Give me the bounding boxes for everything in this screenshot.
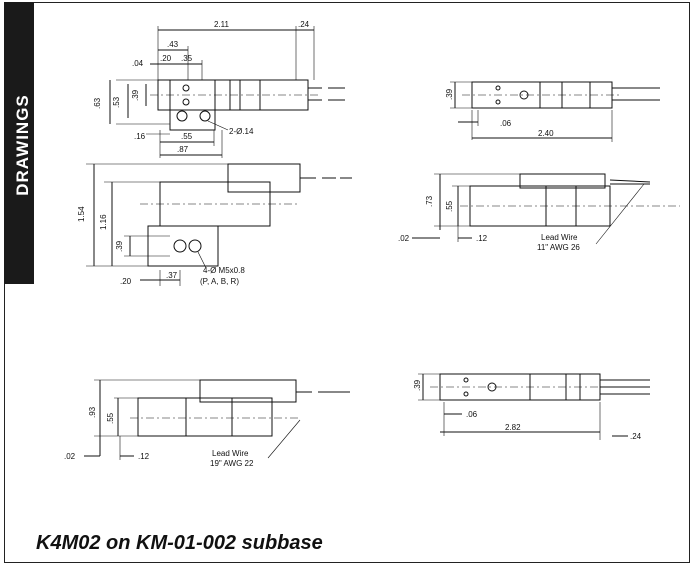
dim-2-11: 2.11	[214, 20, 230, 29]
dim-39: .39	[445, 88, 454, 100]
lead-wire-spec: 11" AWG 26	[537, 243, 580, 252]
valve-body	[137, 397, 273, 437]
section-sidebar-tab: DRAWINGS	[4, 2, 34, 284]
connector-housing	[227, 163, 301, 193]
dim-53: .53	[112, 96, 121, 108]
hole-callout: 2-Ø.14	[229, 127, 254, 136]
dim-93: .93	[88, 406, 97, 418]
dim-43: .43	[167, 40, 179, 49]
dim-24: .24	[630, 432, 642, 441]
dim-39: .39	[115, 240, 124, 252]
dim-2-40: 2.40	[538, 129, 554, 138]
dim-24: .24	[298, 20, 310, 29]
dim-1-54: 1.54	[77, 206, 86, 222]
ports-list: (P, A, B, R)	[200, 277, 239, 286]
port	[182, 98, 190, 106]
dim-12: .12	[138, 452, 150, 461]
dim-06: .06	[466, 410, 478, 419]
dim-55: .55	[445, 200, 454, 212]
lead-wire-label: Lead Wire	[541, 233, 578, 242]
dim-16: .16	[134, 132, 146, 141]
dim-1-16: 1.16	[99, 214, 108, 230]
dim-63: .63	[93, 97, 102, 109]
dim-20: .20	[120, 277, 132, 286]
mount-hole	[176, 110, 188, 122]
ports-callout: 4-Ø M5x0.8	[203, 266, 245, 275]
mount-hole	[199, 110, 211, 122]
view-mid-left: 1.54 1.16 .39 .20 .37 4-Ø M5x0.8 (P, A, …	[77, 163, 352, 286]
view-bot-right: .39 .06 2.82 .24	[413, 373, 650, 441]
dim-87: .87	[177, 145, 189, 154]
dim-37: .37	[166, 271, 178, 280]
dim-39: .39	[413, 379, 422, 391]
subbase	[169, 79, 216, 131]
dim-02: .02	[64, 452, 76, 461]
dim-35: .35	[181, 54, 193, 63]
dim-39: .39	[131, 89, 140, 101]
view-top-left: 2.11 .24 .43 .04 .20 .35 .63 .53 .39 .16…	[93, 20, 345, 158]
dim-04: .04	[132, 59, 144, 68]
dim-55: .55	[181, 132, 193, 141]
connector-housing	[199, 379, 297, 403]
subbase	[147, 225, 219, 267]
dim-06: .06	[500, 119, 512, 128]
connector-housing	[519, 173, 606, 189]
dim-2-82: 2.82	[505, 423, 521, 432]
dim-12: .12	[476, 234, 488, 243]
lead-wire-label: Lead Wire	[212, 449, 249, 458]
figure-caption: K4M02 on KM-01-002 subbase	[36, 532, 323, 554]
dim-55: .55	[106, 412, 115, 424]
dim-02: .02	[398, 234, 410, 243]
dim-20: .20	[160, 54, 172, 63]
view-mid-right: .73 .55 .02 .12 Lead Wire 11" AWG 26	[398, 173, 680, 252]
lead-wire-spec: 19" AWG 22	[210, 459, 254, 468]
port	[188, 239, 202, 253]
port	[182, 84, 190, 92]
port	[173, 239, 187, 253]
view-top-right: .39 .06 2.40	[445, 81, 660, 142]
view-bot-left: .93 .55 .02 .12 Lead Wire 19" AWG 22	[64, 379, 350, 468]
dim-73: .73	[425, 195, 434, 207]
